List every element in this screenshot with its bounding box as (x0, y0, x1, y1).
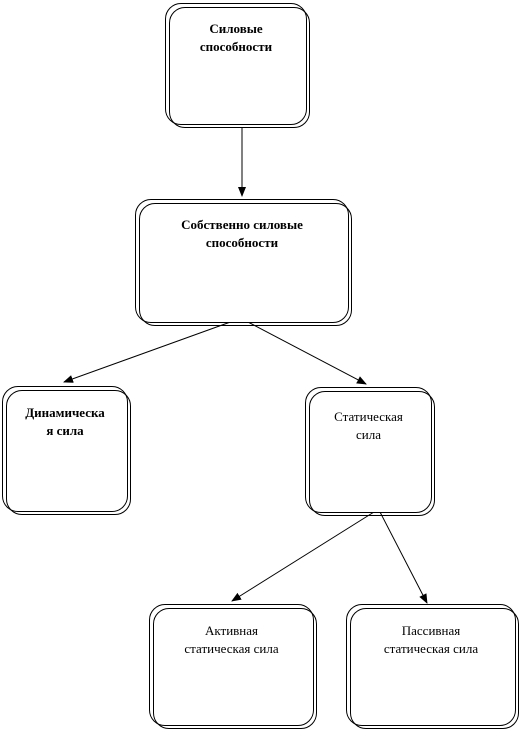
node-strength-abilities-label: Силовые способности (199, 21, 273, 54)
arrow-static-to-passive (379, 511, 428, 604)
arrow-proper-to-static (247, 321, 367, 385)
node-dynamic-strength-label: Динамическа я сила (25, 405, 105, 438)
node-passive-static-strength-label: Пассивная статическая сила (383, 623, 479, 656)
node-strength-abilities: Силовые способности (165, 3, 310, 128)
node-static-strength: Статическая сила (305, 387, 435, 516)
node-active-static-strength-label: Активная статическая сила (184, 623, 279, 656)
node-proper-strength-abilities-label: Собственно силовые способности (181, 217, 303, 250)
arrow-proper-to-dynamic (63, 319, 237, 383)
node-active-static-strength: Активная статическая сила (149, 604, 317, 729)
node-passive-static-strength: Пассивная статическая сила (346, 604, 519, 729)
node-proper-strength-abilities: Собственно силовые способности (135, 199, 352, 326)
node-static-strength-label: Статическая сила (334, 409, 403, 442)
node-dynamic-strength: Динамическа я сила (2, 386, 131, 515)
arrow-static-to-active (231, 511, 375, 602)
